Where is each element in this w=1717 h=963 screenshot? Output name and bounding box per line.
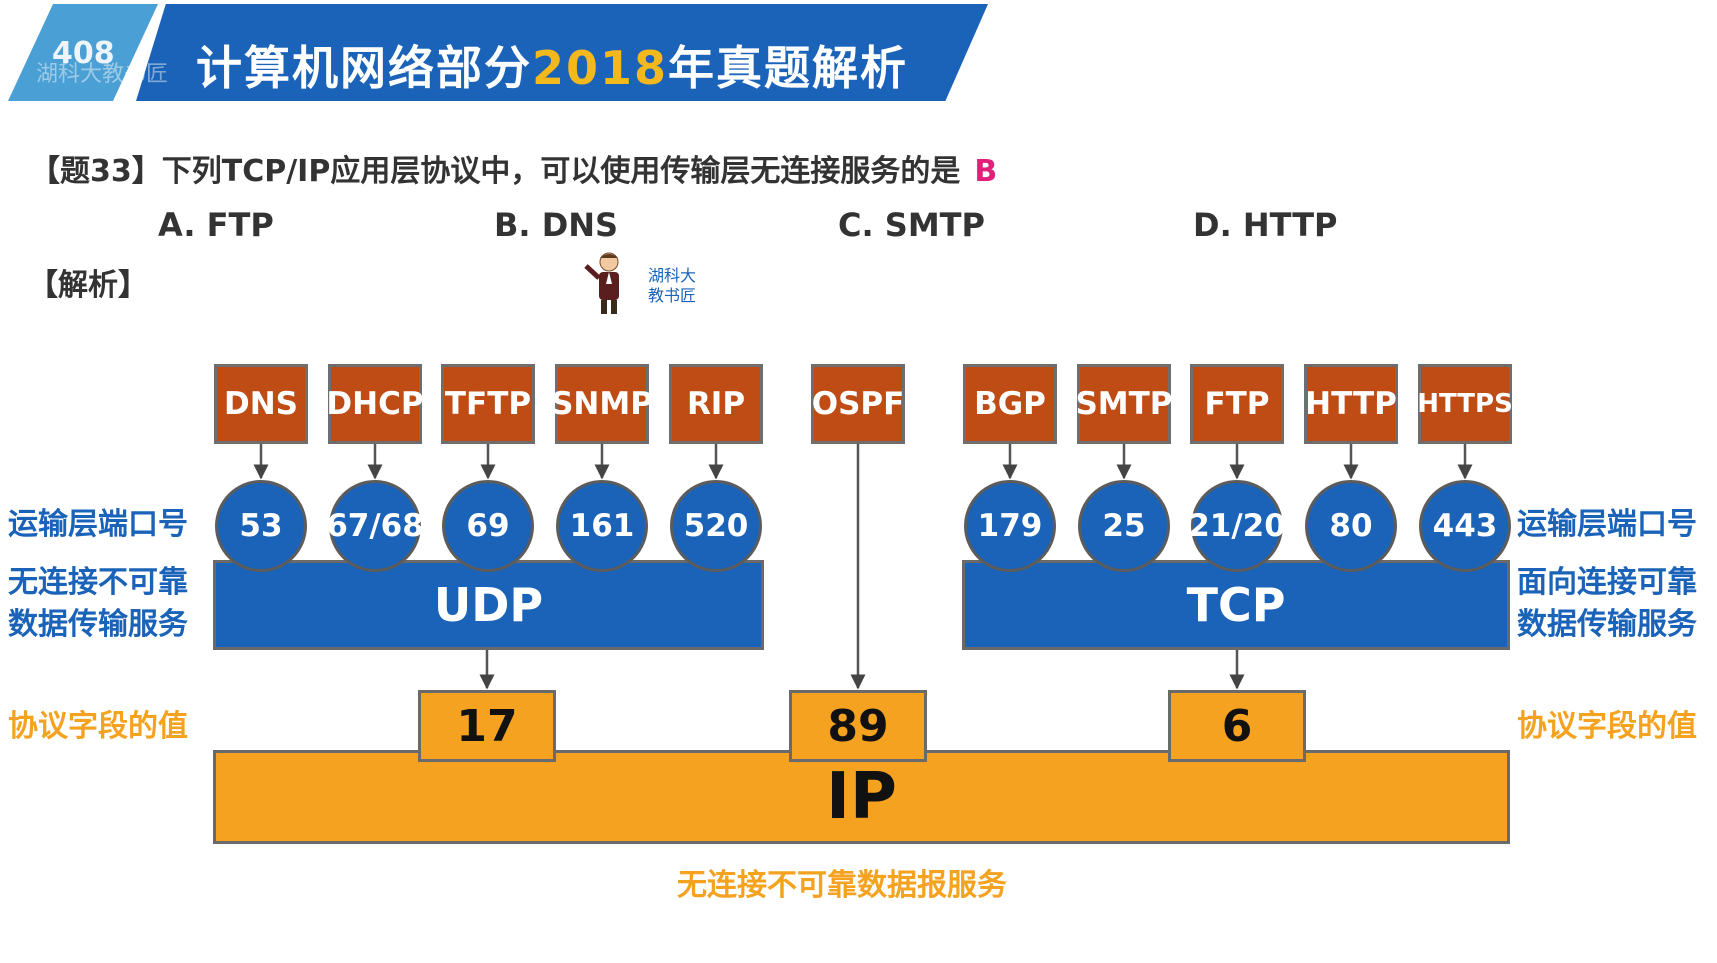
ip-block: IP: [213, 750, 1510, 844]
protocol-field-ospf: 89: [789, 690, 927, 762]
protocol-box-snmp: SNMP: [551, 364, 653, 444]
title-year: 2018: [532, 41, 669, 95]
question-stem: 【题33】下列TCP/IP应用层协议中，可以使用传输层无连接服务的是: [30, 154, 961, 189]
port-circle-21-20: 21/20: [1188, 480, 1286, 572]
title-part2: 年真题解析: [668, 41, 909, 95]
teacher-mascot-icon: [584, 252, 619, 314]
port-circle-520: 520: [670, 480, 762, 572]
port-circle-443: 443: [1419, 480, 1511, 572]
header-band: [136, 4, 988, 101]
port-circle-161: 161: [556, 480, 648, 572]
port-circle-80: 80: [1305, 480, 1397, 572]
protocol-field-tcp: 6: [1168, 690, 1306, 762]
option-c: C. SMTP: [838, 206, 985, 244]
question-text: 【题33】下列TCP/IP应用层协议中，可以使用传输层无连接服务的是 B: [30, 146, 997, 190]
port-circle-179: 179: [964, 480, 1056, 572]
protocol-field-udp: 17: [418, 690, 556, 762]
title-part1: 计算机网络部分: [196, 41, 532, 95]
page-title: 计算机网络部分2018年真题解析: [196, 32, 908, 98]
port-circle-69: 69: [442, 480, 534, 572]
option-d: D. HTTP: [1193, 206, 1338, 244]
port-circle-25: 25: [1078, 480, 1170, 572]
protocol-box-ftp: FTP: [1190, 364, 1284, 444]
left-port-label: 运输层端口号: [8, 507, 188, 542]
protocol-box-dns: DNS: [214, 364, 308, 444]
tcp-block: TCP: [962, 560, 1510, 650]
protocol-box-tftp: TFTP: [441, 364, 535, 444]
protocol-box-https: HTTPS: [1417, 364, 1513, 444]
protocol-box-http: HTTP: [1304, 364, 1398, 444]
header-watermark: 湖科大教书匠: [36, 62, 169, 87]
mascot-caption-line2: 教书匠: [648, 286, 697, 305]
udp-block: UDP: [213, 560, 764, 650]
protocol-box-rip: RIP: [669, 364, 763, 444]
tcp-desc-line2: 数据传输服务: [1517, 607, 1697, 642]
protocol-box-smtp: SMTP: [1075, 364, 1173, 444]
option-b: B. DNS: [494, 206, 619, 244]
port-circle-53: 53: [215, 480, 307, 572]
udp-desc-line2: 数据传输服务: [8, 607, 188, 642]
option-a: A. FTP: [158, 206, 274, 244]
tcp-desc-line1: 面向连接可靠: [1517, 565, 1697, 600]
right-proto-label: 协议字段的值: [1517, 709, 1697, 744]
mascot-caption: 湖科大 教书匠: [648, 266, 696, 306]
ip-service-label: 无连接不可靠数据报服务: [677, 868, 1007, 903]
protocol-box-bgp: BGP: [963, 364, 1057, 444]
right-port-label: 运输层端口号: [1517, 507, 1697, 542]
header-number: 408: [52, 36, 115, 71]
analysis-label: 【解析】: [28, 268, 148, 303]
port-circle-67-68: 67/68: [326, 480, 424, 572]
answer-mark: B: [974, 154, 998, 189]
protocol-box-ospf: OSPF: [811, 364, 905, 444]
protocol-box-dhcp: DHCP: [326, 364, 424, 444]
left-proto-label: 协议字段的值: [8, 709, 188, 744]
mascot-caption-line1: 湖科大: [648, 266, 697, 285]
udp-desc-line1: 无连接不可靠: [8, 565, 188, 600]
